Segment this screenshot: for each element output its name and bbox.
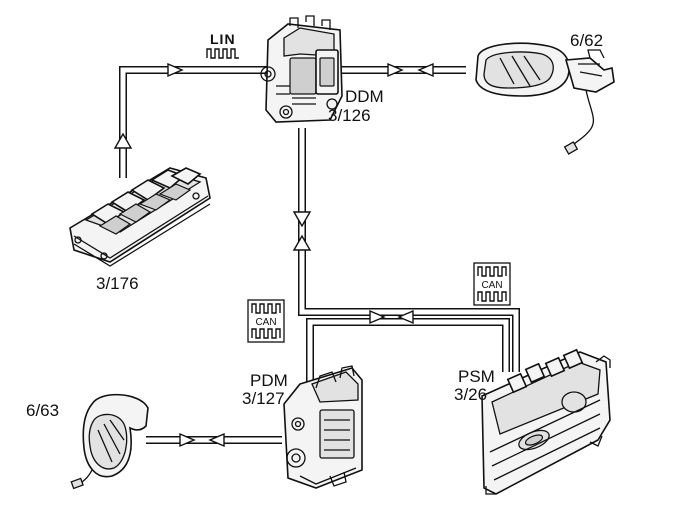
connection-ddm-to-pdm-psm — [292, 128, 520, 390]
mirror-right-device — [475, 42, 615, 155]
lin-bus-label: LIN — [210, 31, 236, 47]
ddm-code-label: 3/126 — [328, 106, 371, 125]
pdm-code-label: 3/127 — [242, 389, 285, 408]
bidirectional-arrow-icon — [387, 62, 434, 78]
can-bus-label: CAN — [255, 317, 276, 328]
arrow-right-icon — [167, 62, 184, 78]
bidirectional-arrow-icon — [292, 211, 312, 251]
psm-name-label: PSM — [458, 367, 495, 386]
can-bus-badge-left: CAN — [247, 299, 285, 343]
psm-module — [481, 348, 611, 495]
lin-bus-badge: LIN — [206, 31, 239, 59]
pdm-name-label: PDM — [250, 371, 288, 390]
psm-code-label: 3/26 — [454, 385, 487, 404]
pdm-module — [283, 365, 363, 489]
can-bus-label: CAN — [481, 280, 502, 291]
can-bus-badge-right: CAN — [473, 262, 511, 306]
connection-mirror-left-to-pdm — [146, 432, 282, 448]
bidirectional-arrow-icon — [369, 309, 414, 325]
mirror-left-code-label: 6/63 — [26, 401, 59, 420]
connection-ddm-to-mirror-right — [340, 62, 466, 78]
ddm-module — [260, 15, 343, 123]
connection-switch-to-ddm — [113, 62, 268, 178]
arrow-up-icon — [113, 132, 133, 149]
mirror-right-code-label: 6/62 — [570, 31, 603, 50]
switch-code-label: 3/176 — [96, 274, 139, 293]
ddm-name-label: DDM — [345, 87, 384, 106]
window-switch-panel — [69, 167, 211, 267]
mirror-left-device — [70, 393, 149, 490]
bidirectional-arrow-icon — [179, 432, 225, 448]
